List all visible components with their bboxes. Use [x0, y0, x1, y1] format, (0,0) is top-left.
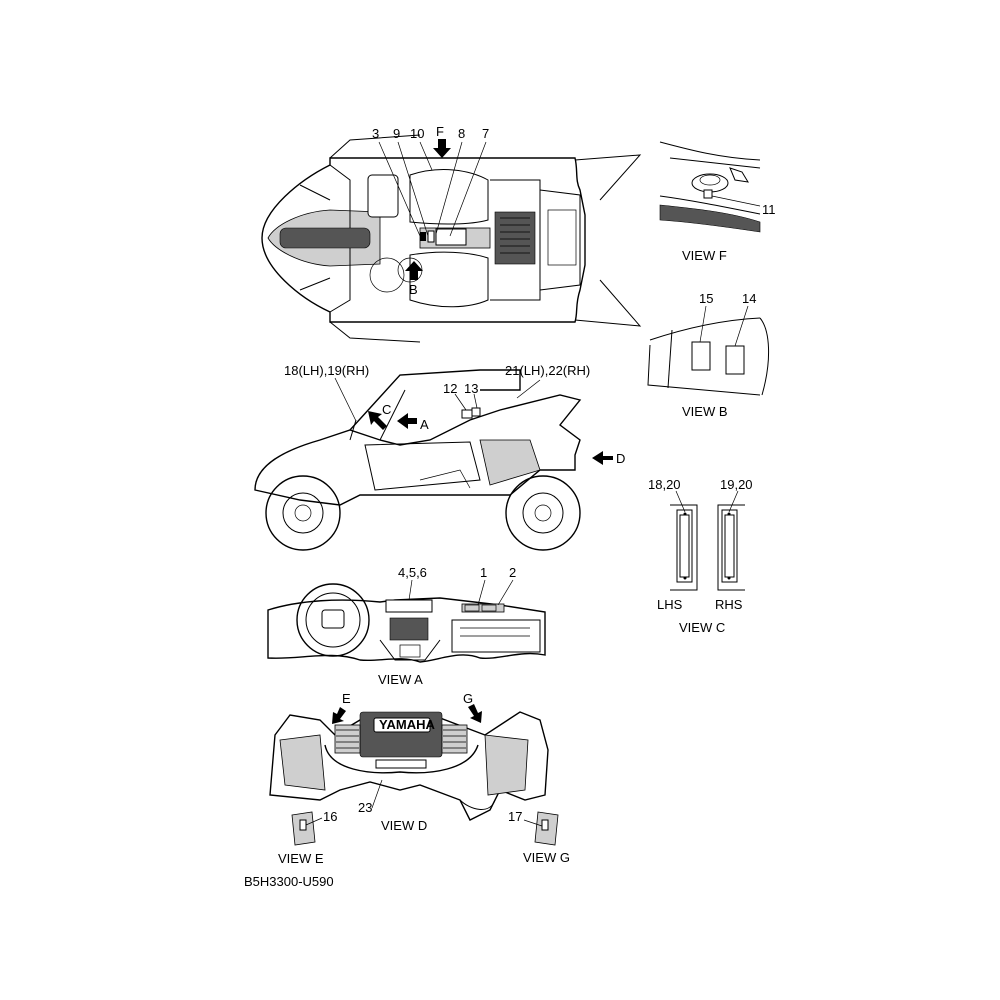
view-d-title: VIEW D: [381, 818, 427, 833]
view-f-title: VIEW F: [682, 248, 727, 263]
callout-3: 3: [372, 126, 379, 141]
callout-15: 15: [699, 291, 713, 306]
callout-18-20: 18,20: [648, 477, 681, 492]
view-g-drawing: [534, 811, 559, 846]
callout-7: 7: [482, 126, 489, 141]
view-e-drawing: [291, 811, 316, 846]
view-e-title: VIEW E: [278, 851, 324, 866]
arrow-b-label: B: [409, 282, 418, 297]
arrow-e-label: E: [342, 691, 351, 706]
arrow-a-icon: [397, 413, 417, 429]
callout-4-5-6: 4,5,6: [398, 565, 427, 580]
view-a-title: VIEW A: [378, 672, 423, 687]
arrow-c-label: C: [382, 402, 391, 417]
top-view-vehicle: [261, 134, 642, 343]
view-c-drawing: [670, 504, 745, 591]
callout-18lh-19rh: 18(LH),19(RH): [284, 363, 369, 378]
callout-10: 10: [410, 126, 424, 141]
arrow-d-icon: [592, 451, 613, 465]
part-code: B5H3300-U590: [244, 874, 334, 889]
arrow-g-label: G: [463, 691, 473, 706]
callout-19-20: 19,20: [720, 477, 753, 492]
view-g-title: VIEW G: [523, 850, 570, 865]
callout-17: 17: [508, 809, 522, 824]
arrow-up-icon: [405, 261, 423, 280]
callout-23: 23: [358, 800, 372, 815]
view-b-drawing: [647, 317, 769, 396]
callout-2: 2: [509, 565, 516, 580]
yamaha-logo-text: YAMAHA: [379, 717, 435, 732]
arrow-d-label: D: [616, 451, 625, 466]
callout-9: 9: [393, 126, 400, 141]
callout-8: 8: [458, 126, 465, 141]
callout-1: 1: [480, 565, 487, 580]
arrow-a-label: A: [420, 417, 429, 432]
side-view-vehicle: [254, 369, 582, 551]
arrow-g-icon: [468, 704, 482, 723]
view-f-drawing: [659, 141, 761, 233]
callout-21lh-22rh: 21(LH),22(RH): [505, 363, 590, 378]
arrow-e-icon: [332, 707, 346, 724]
view-c-rhs-label: RHS: [715, 597, 743, 612]
view-b-title: VIEW B: [682, 404, 728, 419]
arrow-f-label: F: [436, 124, 444, 139]
arrow-down-icon: [433, 139, 451, 158]
callout-12: 12: [443, 381, 457, 396]
view-c-lhs-label: LHS: [657, 597, 683, 612]
callout-13: 13: [464, 381, 478, 396]
arrow-c-icon: [368, 411, 387, 430]
top-view-leaders: [378, 141, 487, 237]
callout-11: 11: [762, 202, 776, 217]
view-c-title: VIEW C: [679, 620, 725, 635]
view-d-drawing: YAMAHA: [269, 711, 549, 821]
callout-14: 14: [742, 291, 756, 306]
view-a-drawing: [267, 583, 546, 663]
callout-16: 16: [323, 809, 337, 824]
